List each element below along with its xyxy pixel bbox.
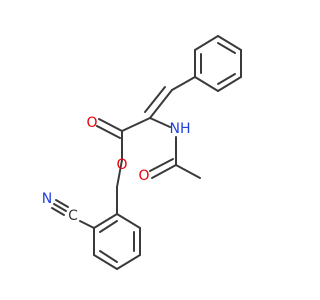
atom-label-o: O [116, 157, 127, 173]
bond [194, 76, 219, 92]
bond [79, 220, 95, 229]
ester-oxygen: O [116, 157, 127, 173]
bond [53, 203, 67, 212]
bond [93, 254, 118, 270]
molecule-canvas: O O NH O C N [42, 35, 242, 270]
bond [99, 220, 118, 233]
bond [151, 164, 177, 179]
atom-labels: O O NH O C N [42, 115, 191, 224]
atom-label-c: C [68, 208, 78, 224]
nitrile-nitrogen: N [42, 191, 52, 207]
bond [194, 35, 219, 51]
bond [175, 164, 201, 179]
bond [121, 117, 151, 132]
bonds [51, 35, 242, 270]
carbonyl-oxygen: O [86, 115, 97, 131]
bond [116, 254, 141, 270]
atom-label-nh: NH [170, 121, 191, 137]
amide-oxygen: O [138, 168, 149, 184]
bond [217, 42, 236, 54]
bond [149, 158, 174, 172]
atom-label-o: O [86, 115, 97, 131]
bond [149, 117, 171, 128]
bond [217, 76, 242, 92]
nitrile-carbon: C [68, 208, 78, 224]
molecule-structure: O O NH O C N [42, 35, 242, 270]
bond [116, 159, 123, 188]
atom-label-n: N [42, 191, 52, 207]
bond [217, 35, 242, 51]
bond [144, 86, 166, 113]
bond [93, 213, 118, 229]
bond [116, 213, 141, 229]
bond [99, 250, 118, 263]
bond [55, 199, 69, 208]
bond [149, 89, 173, 119]
bond [51, 207, 65, 216]
bond [171, 76, 196, 91]
amide-nitrogen: NH [170, 121, 191, 137]
bond [96, 125, 121, 139]
bond [217, 73, 236, 85]
atom-label-o: O [138, 168, 149, 184]
bond [98, 118, 123, 132]
